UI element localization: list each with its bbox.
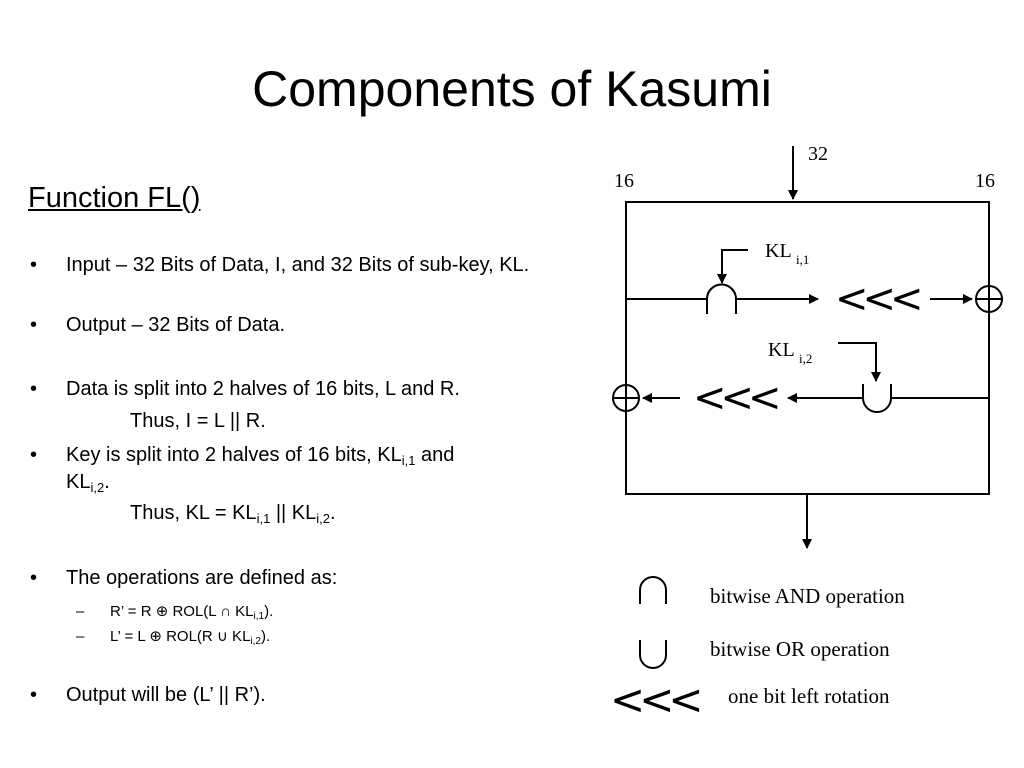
legend-rotate-icon: <<<	[610, 675, 699, 724]
bullet-text: Key is split into 2 halves of 16 bits, K…	[66, 444, 455, 468]
left-half-bits-label: 16	[614, 170, 634, 192]
input-bits-label: 32	[808, 143, 828, 165]
xor-icon-left	[612, 384, 640, 412]
key2-subscript: i,2	[799, 351, 812, 366]
rotate-left-icon-upper: <<<	[835, 276, 920, 322]
key2-arrow	[838, 342, 881, 382]
legend-and-label: bitwise AND operation	[710, 584, 905, 608]
rotate-left-icon-lower: <<<	[693, 375, 778, 421]
legend-or-label: bitwise OR operation	[710, 637, 890, 661]
bullet-marker: •	[30, 684, 38, 706]
bullet-text: Output – 32 Bits of Data.	[66, 314, 286, 336]
key1-subscript: i,1	[796, 252, 809, 267]
key1-label: KL	[765, 240, 792, 262]
legend-or-icon	[639, 640, 667, 669]
and-gate-icon	[706, 283, 737, 314]
bullet-text-line2: KLi,2.	[66, 471, 110, 495]
bullet-marker: •	[30, 444, 38, 466]
right-half-bits-label: 16	[975, 170, 995, 192]
bullet-text: Output will be (L’ || R’).	[66, 684, 266, 706]
dash-marker: –	[76, 603, 85, 620]
key-split-formula: Thus, KL = KLi,1 || KLi,2.	[130, 502, 336, 526]
slide-title: Components of Kasumi	[252, 61, 772, 117]
bullet-text: Input – 32 Bits of Data, I, and 32 Bits …	[66, 254, 530, 276]
bullet-marker: •	[30, 314, 38, 336]
sub-bullet-text: R’ = R ⊕ ROL(L ∩ KLi,1).	[110, 603, 274, 622]
xor-icon-right	[975, 285, 1003, 313]
bullet-marker: •	[30, 567, 38, 589]
key1-arrow	[717, 249, 748, 284]
fl-box	[625, 201, 990, 495]
data-split-formula: Thus, I = L || R.	[130, 410, 266, 432]
legend-rotate-label: one bit left rotation	[728, 684, 890, 708]
or-gate-icon	[862, 384, 892, 413]
legend-and-icon	[639, 576, 667, 604]
section-heading: Function FL()	[28, 182, 201, 214]
bullet-marker: •	[30, 378, 38, 400]
bullet-text: The operations are defined as:	[66, 567, 338, 589]
dash-marker: –	[76, 628, 85, 645]
bullet-text: Data is split into 2 halves of 16 bits, …	[66, 378, 460, 400]
sub-bullet-text: L’ = L ⊕ ROL(R ∪ KLi,2).	[110, 628, 271, 647]
key2-label: KL	[768, 339, 795, 361]
bullet-marker: •	[30, 254, 38, 276]
